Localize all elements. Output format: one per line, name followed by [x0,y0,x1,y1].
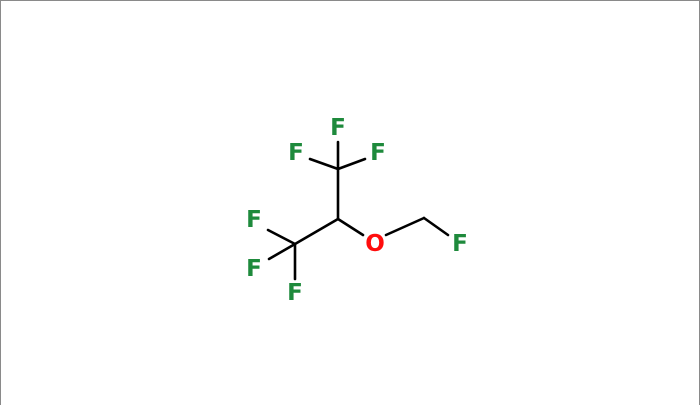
atom-labels: F F F F F F F O [246,115,468,306]
bond-c3-f-lowerleft [267,242,297,261]
atom-f-bottom: F [287,280,303,306]
bond-c3-f-upperleft [266,228,297,246]
atom-oxygen: O [365,231,385,257]
bond-c1-f-left [308,157,340,171]
atom-f-upper-left: F [288,140,304,166]
atom-f-upper-right: F [370,140,386,166]
atom-f-lower-left: F [246,256,262,282]
bond-c1-f-right [336,157,367,171]
bonds [266,140,450,281]
bond-c2-o [336,217,365,237]
atom-f-top: F [330,115,346,141]
bond-o-c4 [384,216,426,237]
bond-c2-c3 [293,217,340,246]
atom-f-right: F [452,231,468,257]
atom-f-middle-left: F [246,207,262,233]
bond-c4-f [422,216,450,237]
